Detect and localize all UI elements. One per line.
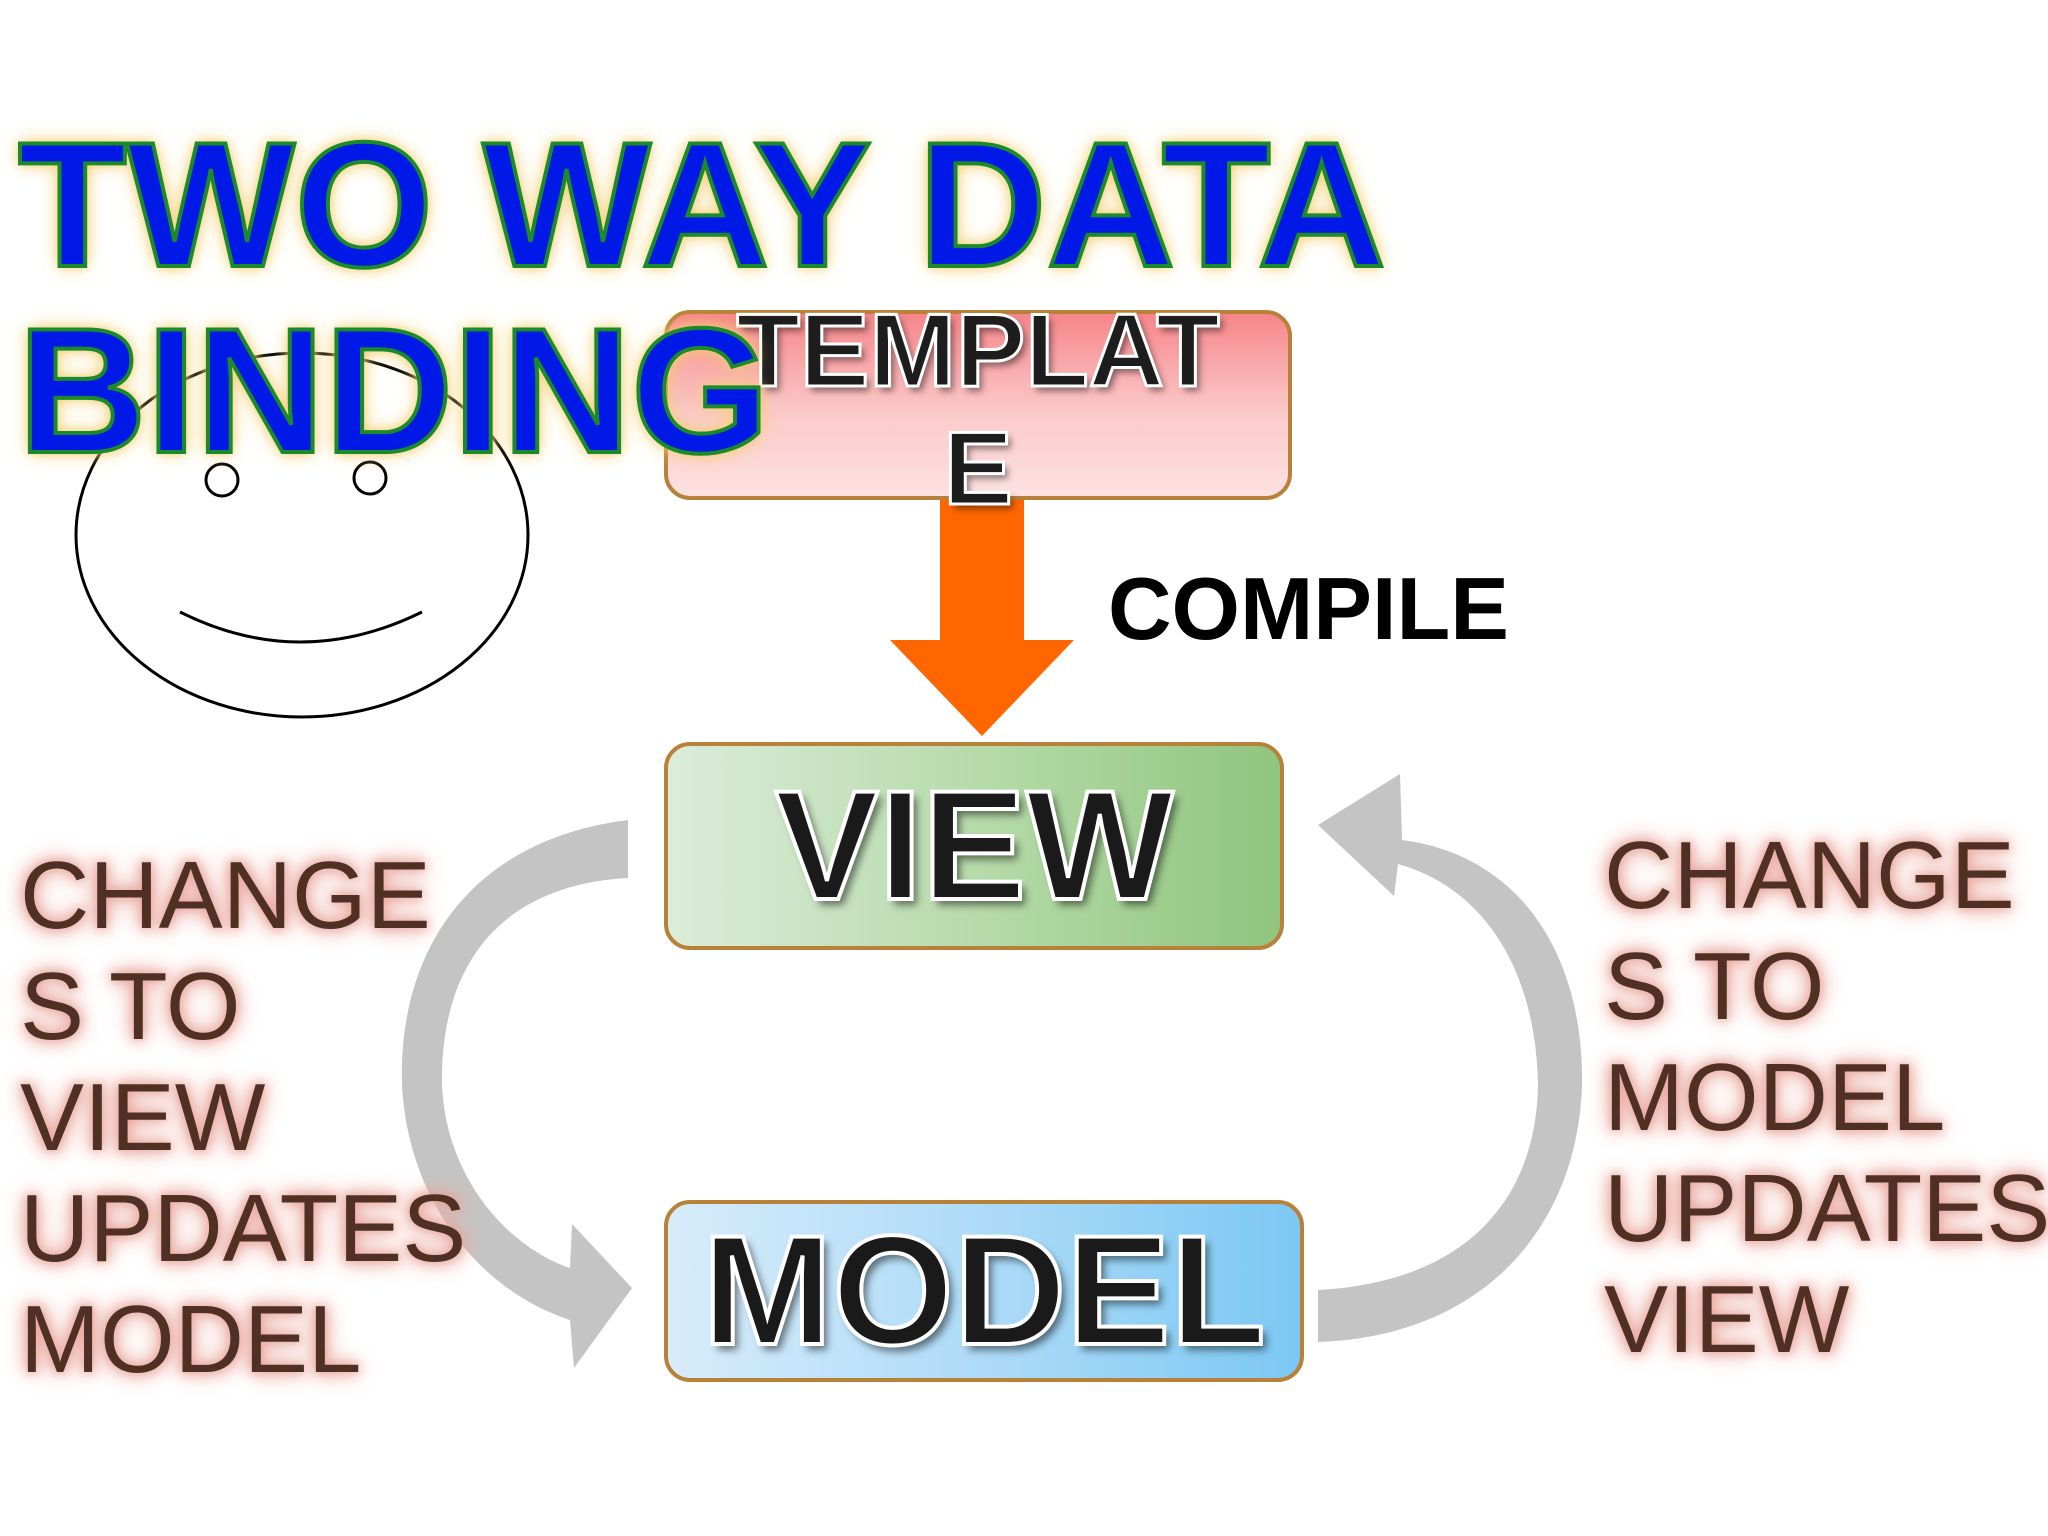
compile-arrow: [890, 500, 1074, 736]
face-left-eye: [204, 462, 240, 498]
right-cycle-arrow: [1318, 774, 1583, 1342]
left-cycle-label: CHANGE S TO VIEW UPDATES MODEL: [20, 840, 467, 1395]
template-label: TEMPLATE: [735, 292, 1221, 529]
face-right-eye: [352, 460, 388, 496]
right-cycle-line: UPDATES: [1604, 1155, 2048, 1262]
compile-label: COMPILE: [1108, 559, 1509, 658]
right-cycle-line: S TO: [1604, 933, 1825, 1040]
page-title: TWO WAY DATA BINDING: [16, 105, 1388, 490]
view-label: VIEW: [773, 759, 1176, 933]
right-cycle-line: CHANGE: [1604, 822, 2015, 929]
template-box: TEMPLATE: [664, 292, 1292, 529]
left-cycle-line: CHANGE: [20, 842, 431, 949]
left-cycle-line: UPDATES: [20, 1175, 467, 1282]
view-box: VIEW: [664, 742, 1284, 950]
model-label: MODEL: [700, 1204, 1267, 1378]
smiley-face-icon: [74, 351, 530, 719]
left-cycle-line: MODEL: [20, 1286, 362, 1393]
title-line-2: BINDING: [16, 291, 772, 490]
left-cycle-arrow: [401, 820, 632, 1368]
right-cycle-line: MODEL: [1604, 1044, 1946, 1151]
left-cycle-line: VIEW: [20, 1064, 266, 1171]
right-cycle-line: VIEW: [1604, 1266, 1850, 1373]
title-line-1: TWO WAY DATA: [16, 105, 1388, 304]
model-box: MODEL: [664, 1200, 1304, 1382]
face-mouth: [179, 610, 423, 644]
face-outline: [74, 351, 530, 719]
left-cycle-line: S TO: [20, 953, 241, 1060]
right-cycle-label: CHANGE S TO MODEL UPDATES VIEW: [1604, 820, 2048, 1375]
